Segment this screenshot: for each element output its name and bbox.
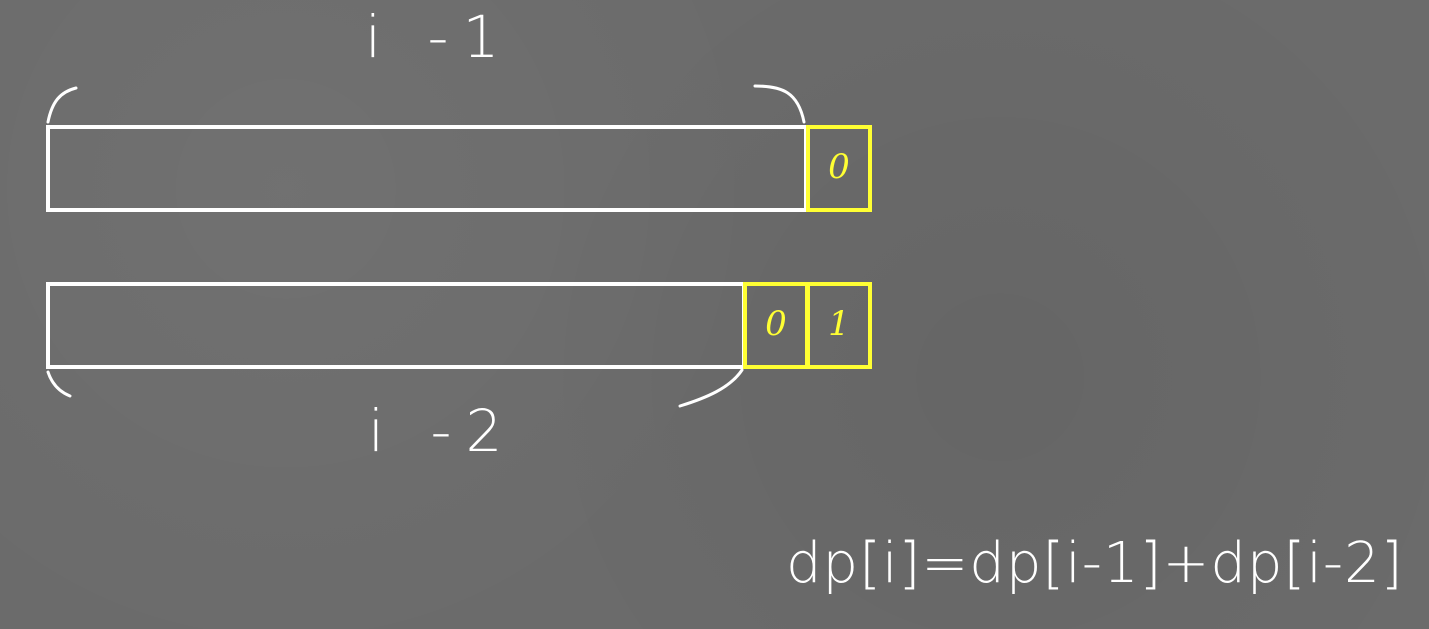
bottom-brace-left bbox=[46, 370, 72, 398]
top-brace-right bbox=[753, 84, 806, 124]
top-cell-0 bbox=[806, 125, 872, 212]
bottom-array-bar bbox=[46, 282, 746, 369]
top-brace-left bbox=[46, 86, 78, 124]
bottom-cell-1-value: 1 bbox=[828, 304, 850, 344]
recurrence-formula: dp[i]=dp[i-1]+dp[i-2] bbox=[786, 531, 1404, 596]
bottom-length-label: i -2 bbox=[368, 397, 517, 465]
bottom-brace-right bbox=[678, 368, 744, 408]
bottom-cell-0-value: 0 bbox=[765, 304, 787, 344]
top-length-label: i -1 bbox=[365, 3, 514, 71]
top-cell-0-value: 0 bbox=[828, 147, 850, 187]
top-array-bar bbox=[46, 125, 808, 212]
bottom-cell-1 bbox=[806, 282, 872, 369]
